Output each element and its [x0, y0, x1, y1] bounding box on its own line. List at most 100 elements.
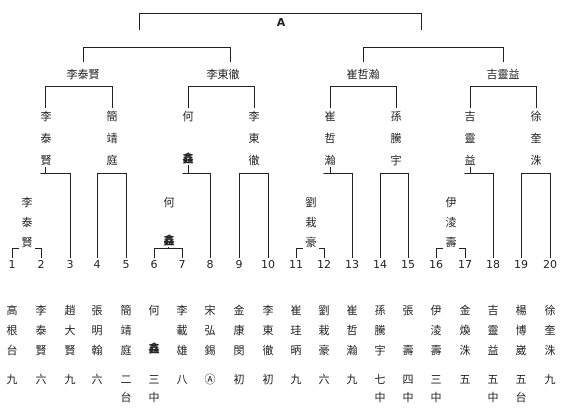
entrant-name-char: 庭	[118, 344, 134, 357]
entrant-result: 七	[372, 373, 388, 386]
entrant-result: 初	[231, 373, 247, 386]
entrant-result: 初	[260, 373, 276, 386]
entrant-result: 二	[118, 373, 134, 386]
entrant-number: 12	[316, 258, 332, 271]
entrant-result: Ⓐ	[202, 373, 218, 386]
entrant-name-char: 豪	[316, 344, 332, 357]
entrant-name-char: 趙	[62, 304, 78, 317]
entrant-number: 10	[260, 258, 276, 271]
entrant-name-char: 賢	[62, 344, 78, 357]
entrant-name-char: 張	[89, 304, 105, 317]
entrant-result: 三	[428, 373, 444, 386]
entrant-name-char: 騰	[372, 324, 388, 337]
entrant-name-char: 張	[400, 304, 416, 317]
entrant-result: 台	[118, 391, 134, 404]
entrant-name-char: 徐	[542, 304, 558, 317]
entrant-result: 中	[372, 391, 388, 404]
entrant-name-char: 金	[457, 304, 473, 317]
entrant-name-char: 雄	[174, 344, 190, 357]
entrant-name-char: 壽	[400, 344, 416, 357]
entrant-number: 16	[428, 258, 444, 271]
entrant-name-char: 東	[260, 324, 276, 337]
entrant-name-char: 奎	[542, 324, 558, 337]
entrant-number: 8	[202, 258, 218, 271]
entrant-number: 3	[62, 258, 78, 271]
entrant-result: 四	[400, 373, 416, 386]
entrant-name-char: 哲	[344, 324, 360, 337]
entrant-name-char: 李	[174, 304, 190, 317]
entrant-number: 14	[372, 258, 388, 271]
entrant-name-char: 根	[4, 324, 20, 337]
entrant-name-char: 煥	[457, 324, 473, 337]
entrant-number: 17	[457, 258, 473, 271]
entrant-number: 7	[174, 258, 190, 271]
entrant-name-char: 李	[260, 304, 276, 317]
entrant-number: 13	[344, 258, 360, 271]
entrant-number: 19	[513, 258, 529, 271]
entrant-name-char: 閔	[231, 344, 247, 357]
entrant-name-char: 賢	[33, 344, 49, 357]
entrant-name-char: 徹	[260, 344, 276, 357]
entrant-number: 9	[231, 258, 247, 271]
entrant-result: 中	[485, 391, 501, 404]
entrant-result: 九	[542, 373, 558, 386]
entrant-number: 4	[89, 258, 105, 271]
entrant-name-char: 翰	[89, 344, 105, 357]
entrant-number: 11	[288, 258, 304, 271]
entrant-result: 五	[513, 373, 529, 386]
entrant-result: 中	[428, 391, 444, 404]
entrant-result: 九	[62, 373, 78, 386]
entrant-name-char: 泰	[33, 324, 49, 337]
entrant-name-char: 康	[231, 324, 247, 337]
entrant-name-char: 鑫	[146, 342, 162, 355]
entrant-result: 九	[344, 373, 360, 386]
entrant-name-char: 何	[146, 304, 162, 317]
entrant-result: 五	[485, 373, 501, 386]
entrant-result: 五	[457, 373, 473, 386]
entrant-name-char: 珪	[288, 324, 304, 337]
entrant-result: 六	[33, 373, 49, 386]
entrant-result: 九	[4, 373, 20, 386]
entrant-name-char: 劉	[316, 304, 332, 317]
entrant-result: 三	[146, 373, 162, 386]
entrant-name-char: 吉	[485, 304, 501, 317]
entrant-name-char: 崔	[288, 304, 304, 317]
section-label-4: 吉靈益	[485, 68, 521, 81]
entrant-result: 九	[288, 373, 304, 386]
entrant-number: 15	[400, 258, 416, 271]
entrant-name-char: 伊	[428, 304, 444, 317]
entrant-name-char: 載	[174, 324, 190, 337]
entrant-result: 八	[174, 373, 190, 386]
entrant-number: 5	[118, 258, 134, 271]
entrant-result: 六	[316, 373, 332, 386]
entrant-number: 20	[542, 258, 558, 271]
root-label: A	[275, 16, 287, 29]
entrant-number: 6	[146, 258, 162, 271]
entrant-name-char: 台	[4, 344, 20, 357]
section-label-1: 李泰賢	[65, 68, 101, 81]
entrant-name-char: 簡	[118, 304, 134, 317]
entrant-number: 18	[485, 258, 501, 271]
entrant-name-char: 弘	[202, 324, 218, 337]
entrant-result: 中	[400, 391, 416, 404]
entrant-name-char: 大	[62, 324, 78, 337]
entrant-name-char: 宋	[202, 304, 218, 317]
entrant-number: 2	[33, 258, 49, 271]
entrant-name-char: 洙	[542, 344, 558, 357]
entrant-name-char: 淩	[428, 324, 444, 337]
section-label-2: 李東徹	[205, 68, 241, 81]
entrant-result: 六	[89, 373, 105, 386]
entrant-number: 1	[4, 258, 20, 271]
entrant-result: 中	[146, 391, 162, 404]
entrant-name-char: 益	[485, 344, 501, 357]
entrant-result: 台	[513, 391, 529, 404]
entrant-name-char: 錫	[202, 344, 218, 357]
entrant-name-char: 洙	[457, 344, 473, 357]
entrant-name-char: 壽	[428, 344, 444, 357]
entrant-name-char: 明	[89, 324, 105, 337]
section-label-3: 崔哲瀚	[345, 68, 381, 81]
entrant-name-char: 博	[513, 324, 529, 337]
entrant-name-char: 李	[33, 304, 49, 317]
entrant-name-char: 楊	[513, 304, 529, 317]
